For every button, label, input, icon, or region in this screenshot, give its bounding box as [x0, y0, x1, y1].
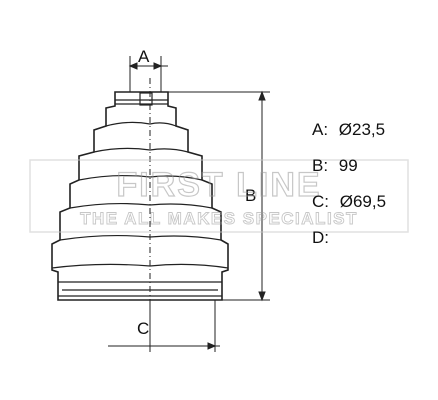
spec-row-a: A: Ø23,5 [312, 118, 386, 154]
bellows-ridges [51, 121, 229, 269]
spec-row-c: C: Ø69,5 [312, 190, 386, 226]
spec-value: Ø23,5 [338, 120, 386, 139]
spec-key: B: [312, 156, 329, 175]
spec-key: C: [312, 192, 329, 211]
small-end-collar [115, 92, 168, 106]
large-end-collar [58, 281, 222, 297]
spec-row-b: B: 99 [312, 154, 386, 190]
dimension-b [168, 90, 270, 302]
boot-outline-right [150, 91, 229, 301]
spec-value: 99 [338, 156, 358, 175]
spec-key: A: [312, 120, 329, 139]
spec-value: Ø69,5 [339, 192, 387, 211]
watermark-line2: THE ALL MAKES SPECIALIST [80, 209, 358, 228]
spec-key: D: [312, 228, 329, 247]
boot-outline-left [51, 91, 150, 301]
spec-list: A: Ø23,5 B: 99 C: Ø69,5 D: [312, 118, 386, 262]
watermark-logo: FIRST LINE THE ALL MAKES SPECIALIST [29, 159, 409, 233]
dimension-c [108, 300, 220, 352]
dimension-c-label: C [137, 319, 149, 338]
watermark-line1: FIRST LINE [116, 166, 321, 204]
dimension-b-label: B [245, 186, 256, 205]
dimension-a [128, 56, 168, 92]
spec-row-d: D: [312, 226, 386, 262]
dimension-a-label: A [138, 47, 150, 66]
